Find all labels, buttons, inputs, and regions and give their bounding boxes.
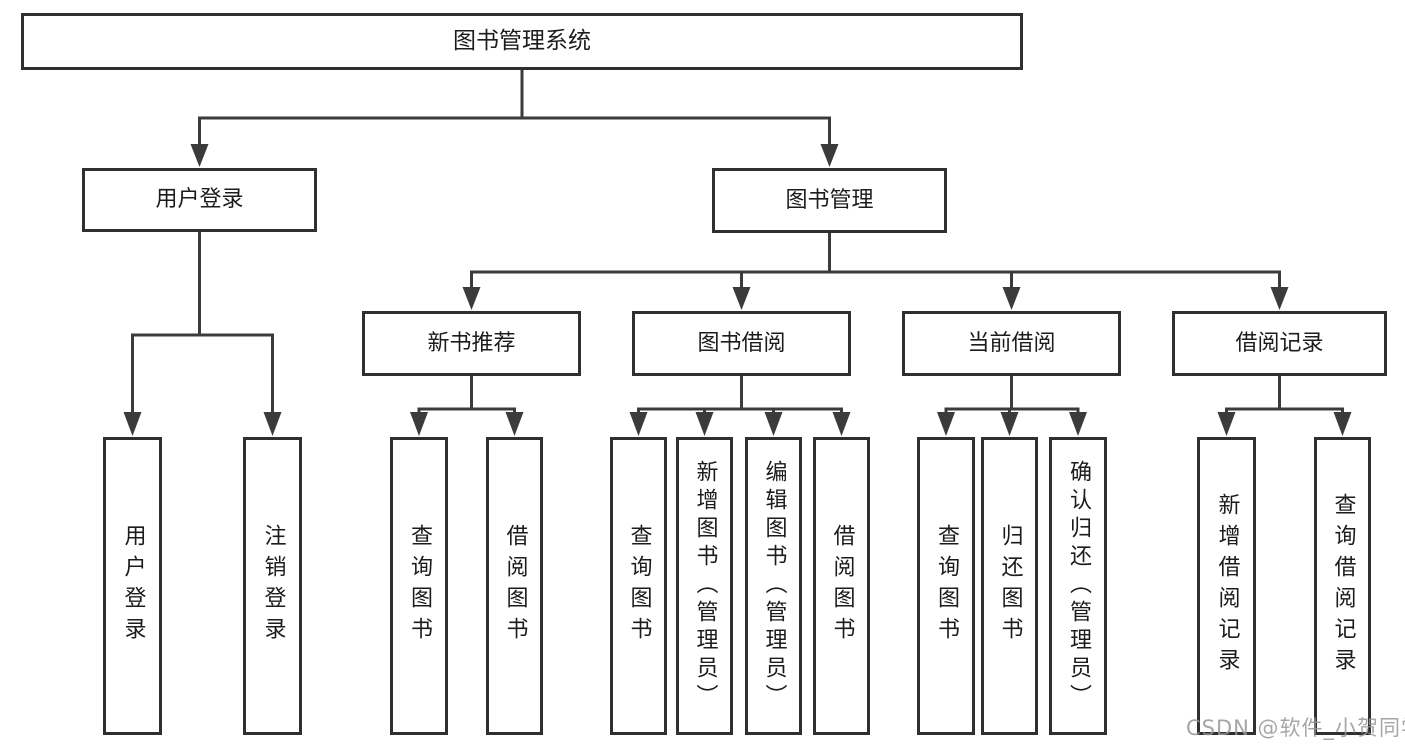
leaf-current-query-books: 查询图书 [917,437,975,735]
leaf-borrowing-edit-books-admin: 编辑图书（管理员） [745,437,802,735]
leaf-borrowing-borrow-books: 借阅图书 [813,437,870,735]
leaf-logout: 注销登录 [243,437,302,735]
leaf-recommend-borrow-books: 借阅图书 [486,437,543,735]
leaf-borrowing-add-books-admin: 新增图书（管理员） [676,437,733,735]
leaf-records-add-borrow-record: 新增借阅记录 [1197,437,1256,735]
node-new-book-recommend: 新书推荐 [362,311,581,376]
node-book-borrowing: 图书借阅 [632,311,851,376]
watermark: CSDN @软件_小贺同学 [1186,716,1405,740]
leaf-current-confirm-return-admin: 确认归还（管理员） [1049,437,1107,735]
leaf-recommend-query-books: 查询图书 [390,437,448,735]
node-user-login: 用户登录 [82,168,317,232]
node-borrow-records: 借阅记录 [1172,311,1387,376]
node-root-system: 图书管理系统 [21,13,1023,70]
leaf-user-login: 用户登录 [103,437,162,735]
leaf-borrowing-query-books: 查询图书 [610,437,667,735]
node-book-management: 图书管理 [712,168,947,233]
node-current-borrowing: 当前借阅 [902,311,1121,376]
leaf-current-return-books: 归还图书 [981,437,1038,735]
leaf-records-query-borrow-record: 查询借阅记录 [1314,437,1371,735]
